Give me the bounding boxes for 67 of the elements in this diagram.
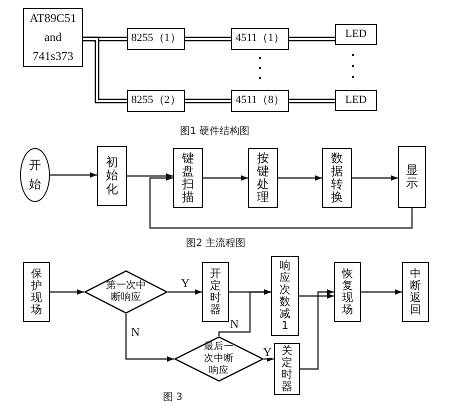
process-box xyxy=(173,148,203,208)
node-label: 8255（1） xyxy=(131,31,181,46)
process-box xyxy=(274,343,300,395)
node-label: 4511（8） xyxy=(235,93,285,108)
node-label: 4511（1） xyxy=(235,31,285,46)
bus-line xyxy=(83,36,127,104)
process-box xyxy=(335,90,377,111)
arrow xyxy=(218,289,271,336)
node-label: 显示 xyxy=(406,164,418,190)
figure-caption: 图1 硬件结构图 xyxy=(180,124,250,138)
arrow xyxy=(50,289,84,295)
arrow xyxy=(299,293,334,299)
node-label: 响应次数减1 xyxy=(280,260,290,332)
arrow xyxy=(278,175,322,181)
figure-caption: 图2 主流程图 xyxy=(186,236,246,250)
node-label: 关定时器 xyxy=(282,344,292,394)
arrow xyxy=(203,175,248,181)
node-label: 键盘扫描 xyxy=(182,152,194,204)
arrow xyxy=(125,314,174,362)
arrow xyxy=(352,175,398,181)
start-ellipse xyxy=(20,148,50,202)
process-box xyxy=(231,28,289,50)
decision-diamond xyxy=(174,336,264,382)
process-box xyxy=(127,90,185,112)
arrow xyxy=(300,289,334,370)
arrow xyxy=(127,173,173,179)
node-label: 恢复现场 xyxy=(342,268,353,316)
node-label: 开定时器 xyxy=(210,268,221,316)
bus-line xyxy=(289,36,335,42)
arrow xyxy=(361,289,402,295)
node-label: 保护现场 xyxy=(31,268,42,316)
process-box xyxy=(97,146,127,206)
node-label: LED xyxy=(345,26,367,42)
edge-label: Y xyxy=(262,346,273,358)
bus-line xyxy=(185,98,231,104)
process-box xyxy=(202,262,229,322)
node-label: 中断返回 xyxy=(410,268,421,316)
node-label: 按键处理 xyxy=(257,152,269,204)
node-label: 数据转换 xyxy=(331,152,343,204)
process-box xyxy=(402,262,429,322)
edge-label: N xyxy=(130,326,141,338)
process-box xyxy=(398,146,426,208)
node-label: 8255（2） xyxy=(131,93,181,108)
bus-line xyxy=(185,36,231,42)
arrow xyxy=(264,356,274,362)
process-box xyxy=(322,148,352,208)
process-box xyxy=(248,148,278,208)
arrow xyxy=(50,172,97,178)
process-box xyxy=(335,24,377,45)
edge-label: N xyxy=(229,318,240,330)
process-box xyxy=(127,28,185,50)
bus-line xyxy=(289,98,335,104)
node-label: 开始 xyxy=(29,156,41,193)
node-label: 初始化 xyxy=(106,156,118,196)
node-label: AT89C51 and 741s373 xyxy=(28,10,78,66)
node-label: LED xyxy=(345,92,367,108)
figure-caption: 图 3 xyxy=(163,391,183,404)
process-box xyxy=(334,262,361,322)
process-box xyxy=(231,90,289,112)
node-label: 第一次中断响应 xyxy=(106,280,146,304)
process-box xyxy=(23,262,50,322)
arrow xyxy=(149,175,413,229)
arrow xyxy=(168,289,202,295)
process-box xyxy=(23,8,83,67)
edge-label: Y xyxy=(180,277,191,289)
process-box xyxy=(271,256,299,336)
decision-diamond xyxy=(84,270,168,314)
